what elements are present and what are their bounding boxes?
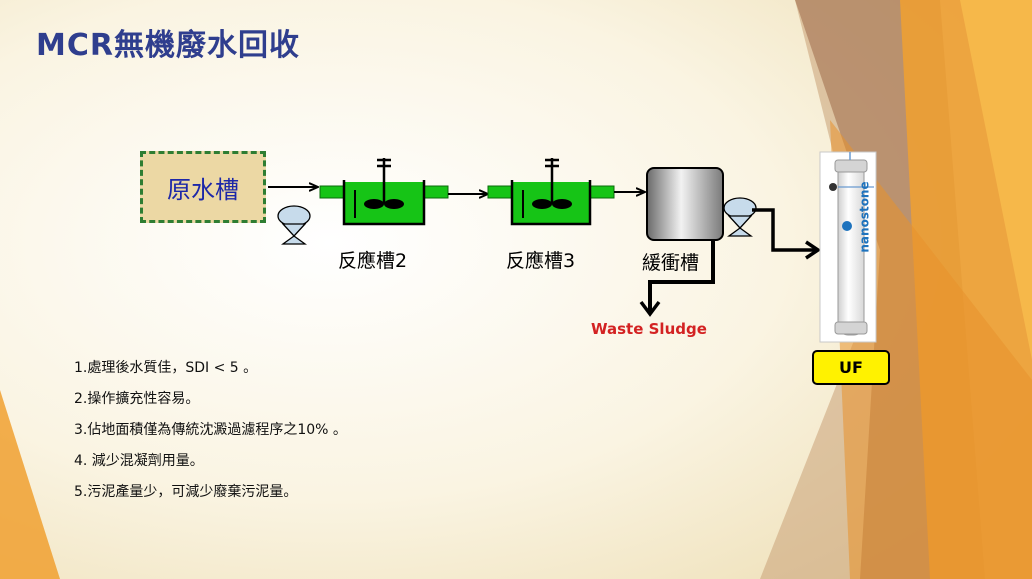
benefit-item: 3.佔地面積僅為傳統沈澱過濾程序之10% 。 bbox=[74, 422, 347, 438]
membrane-brand-label: nanostone bbox=[857, 181, 872, 253]
pump-icon-raw bbox=[277, 205, 311, 245]
uf-inlet-arrowhead bbox=[805, 240, 822, 260]
uf-label-box: UF bbox=[812, 350, 890, 385]
benefits-list: 1.處理後水質佳，SDI < 5 。 2.操作擴充性容易。 3.佔地面積僅為傳統… bbox=[74, 358, 347, 513]
benefit-item: 2.操作擴充性容易。 bbox=[74, 391, 200, 407]
uf-membrane-module bbox=[819, 151, 877, 343]
sludge-arrowhead bbox=[639, 300, 661, 317]
reactor-tank-2 bbox=[319, 158, 449, 226]
buffer-tank bbox=[646, 167, 724, 241]
benefit-item: 5.污泥產量少，可減少廢棄污泥量。 bbox=[74, 484, 298, 500]
sludge-discharge-arrow bbox=[648, 240, 715, 312]
benefit-item: 1.處理後水質佳，SDI < 5 。 bbox=[74, 360, 258, 376]
benefit-item: 4. 減少混凝劑用量。 bbox=[74, 453, 204, 469]
pump-icon-buffer bbox=[723, 197, 757, 237]
reactor-tank-3 bbox=[487, 158, 615, 226]
raw-water-tank-label: 原水槽 bbox=[167, 175, 239, 204]
waste-sludge-label: Waste Sludge bbox=[591, 320, 707, 338]
deco-facet-4 bbox=[960, 0, 1032, 360]
buffer-tank-label: 緩衝槽 bbox=[642, 252, 700, 274]
uf-label: UF bbox=[839, 358, 863, 377]
reactor-2-label: 反應槽2 bbox=[338, 250, 408, 272]
deco-facet-5 bbox=[830, 120, 1032, 579]
slide-title: MCR無機廢水回收 bbox=[36, 28, 300, 63]
reactor-3-label: 反應槽3 bbox=[506, 250, 576, 272]
raw-water-tank: 原水槽 bbox=[140, 151, 266, 223]
deco-facet-6 bbox=[0, 390, 60, 579]
flow-arrow-buffer-to-uf bbox=[752, 208, 816, 252]
